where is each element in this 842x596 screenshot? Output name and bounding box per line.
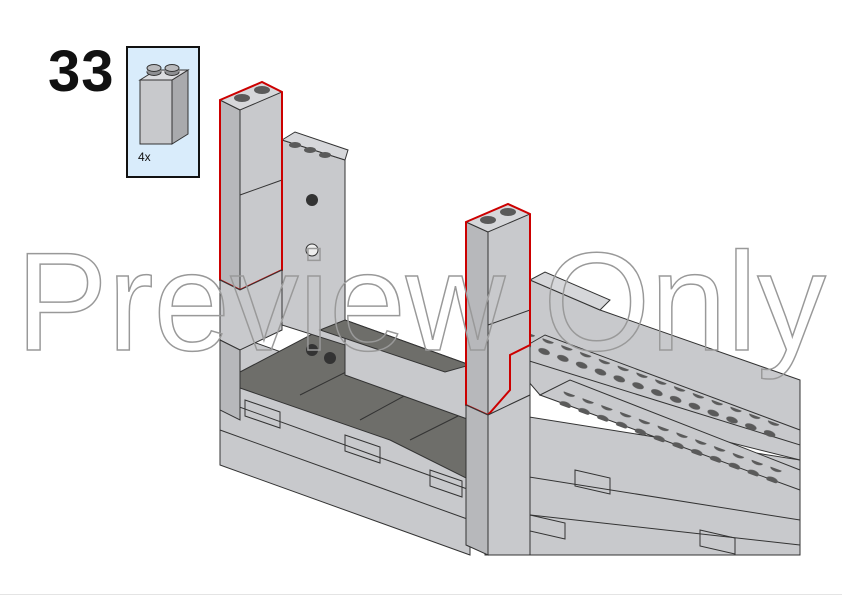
parts-callout: 4x — [126, 46, 200, 178]
step-number: 33 — [48, 39, 115, 104]
page-bottom-rule — [0, 594, 842, 595]
part-quantity: 4x — [138, 150, 151, 164]
brick-1x2x3-icon — [138, 64, 190, 145]
